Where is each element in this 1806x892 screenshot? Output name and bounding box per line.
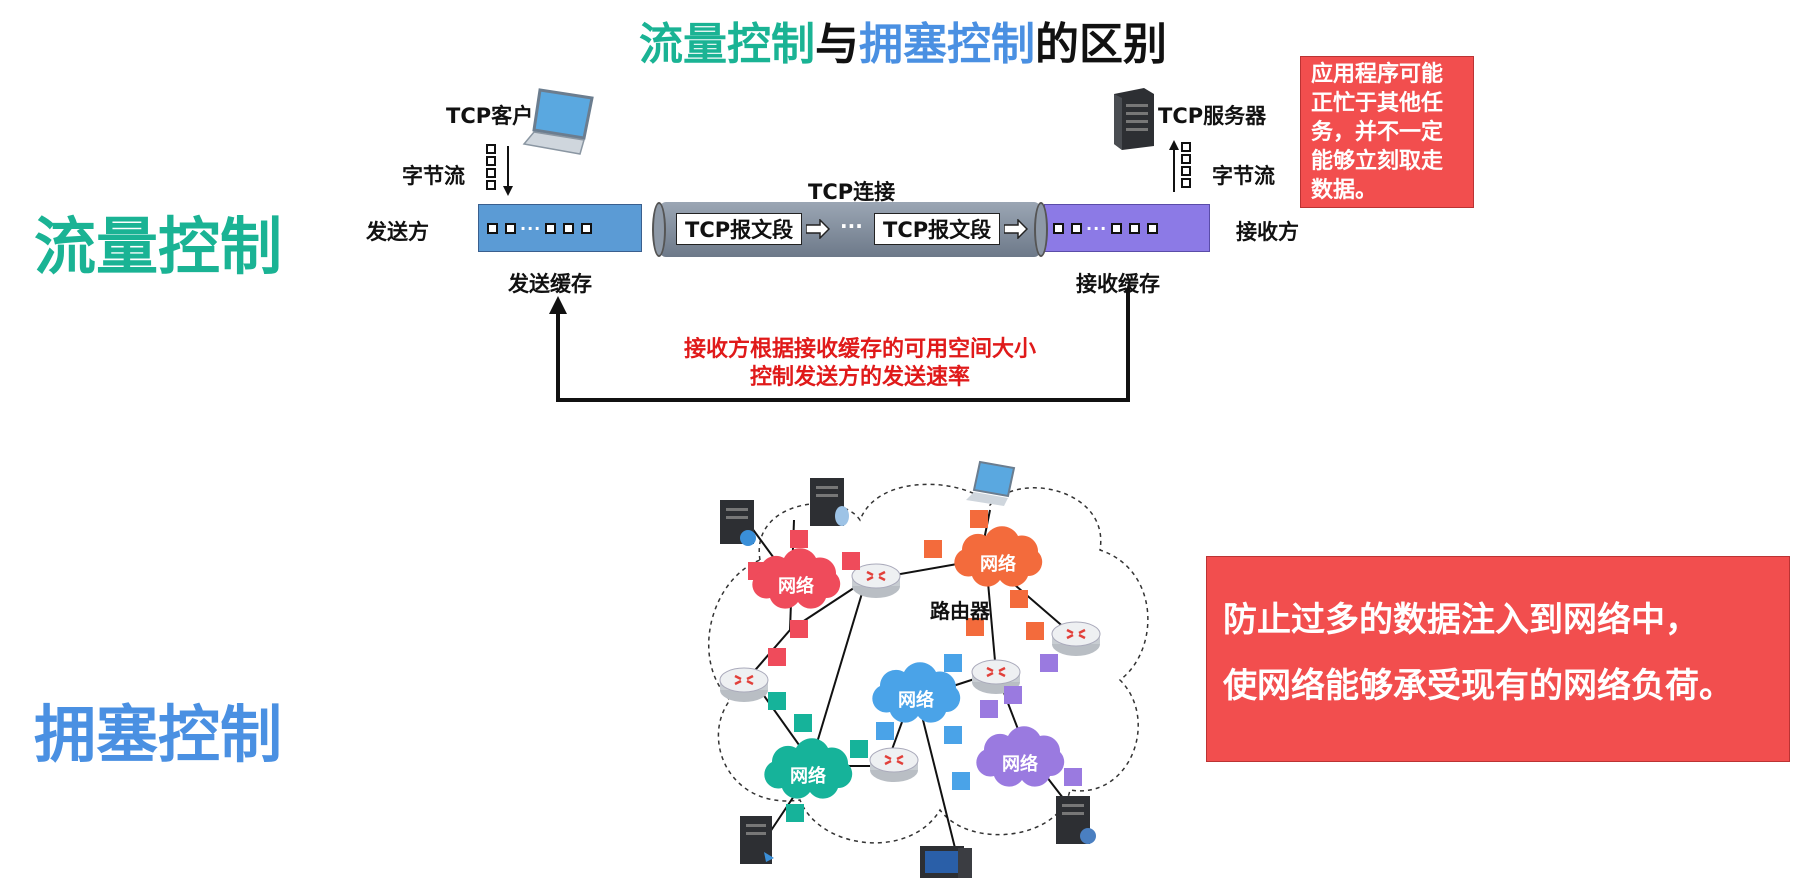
- router-label: 路由器: [930, 599, 991, 623]
- page-title: 流量控制与拥塞控制的区别: [639, 19, 1167, 70]
- byte-stream-label-left: 字节流: [402, 164, 465, 188]
- server-icon: [720, 500, 756, 546]
- congestion-control-heading: 拥塞控制: [34, 698, 283, 771]
- congestion-network-diagram: 网络 网络 网络 网络 网络 路由器: [707, 460, 1149, 878]
- server-icon: [1114, 88, 1154, 150]
- desktop-icon: [920, 846, 972, 878]
- congestion-description: 防止过多的数据注入到网络中， 使网络能够承受现有的网络负荷。: [1206, 556, 1790, 762]
- flow-control-heading: 流量控制: [34, 210, 283, 283]
- server-icon: [1056, 796, 1096, 844]
- byte-stream-label-right: 字节流: [1212, 164, 1275, 188]
- feedback-note: 接收方根据接收缓存的可用空间大小 控制发送方的发送速率: [683, 337, 1036, 390]
- segment-arrow-icon: [1004, 219, 1028, 239]
- tcp-client-label: TCP客户: [446, 104, 534, 128]
- svg-text:网络: 网络: [980, 553, 1016, 575]
- segment-arrow-icon: [806, 219, 830, 239]
- segment-ellipsis: ···: [840, 214, 863, 238]
- tcp-server-label: TCP服务器: [1158, 104, 1267, 128]
- tcp-segment-2: TCP报文段: [874, 213, 1001, 245]
- receiver-label: 接收方: [1236, 220, 1299, 244]
- router-icon: [718, 666, 770, 704]
- router-icon: [1050, 620, 1102, 658]
- laptop-icon: [522, 88, 594, 155]
- recv-buffer-label: 接收缓存: [1076, 272, 1160, 296]
- recv-buffer: ···: [1044, 204, 1210, 252]
- cloud-icon: 网络: [752, 548, 841, 609]
- pipe-right-end: [1034, 202, 1048, 257]
- cloud-icon: 网络: [764, 738, 853, 799]
- svg-text:网络: 网络: [898, 689, 934, 711]
- server-icon: [740, 816, 774, 864]
- byte-stream-squares-right: [1181, 142, 1191, 188]
- send-buffer-label: 发送缓存: [508, 272, 592, 296]
- cloud-icon: 网络: [976, 726, 1065, 787]
- cloud-icon: 网络: [954, 526, 1043, 587]
- cloud-icon: 网络: [872, 662, 961, 723]
- sender-label: 发送方: [366, 220, 429, 244]
- app-busy-note: 应用程序可能正忙于其他任务，并不一定能够立刻取走数据。: [1300, 56, 1474, 208]
- send-buffer: ···: [478, 204, 642, 252]
- svg-text:网络: 网络: [790, 765, 826, 787]
- router-icon: [868, 746, 920, 784]
- tcp-segment-1: TCP报文段: [676, 213, 803, 245]
- server-icon: [810, 478, 849, 526]
- byte-stream-squares-left: [486, 144, 496, 190]
- pipe-left-end: [652, 202, 666, 257]
- tcp-connection-label: TCP连接: [808, 180, 896, 204]
- svg-text:网络: 网络: [778, 575, 814, 597]
- laptop-icon: [966, 460, 1016, 506]
- svg-text:网络: 网络: [1002, 753, 1038, 775]
